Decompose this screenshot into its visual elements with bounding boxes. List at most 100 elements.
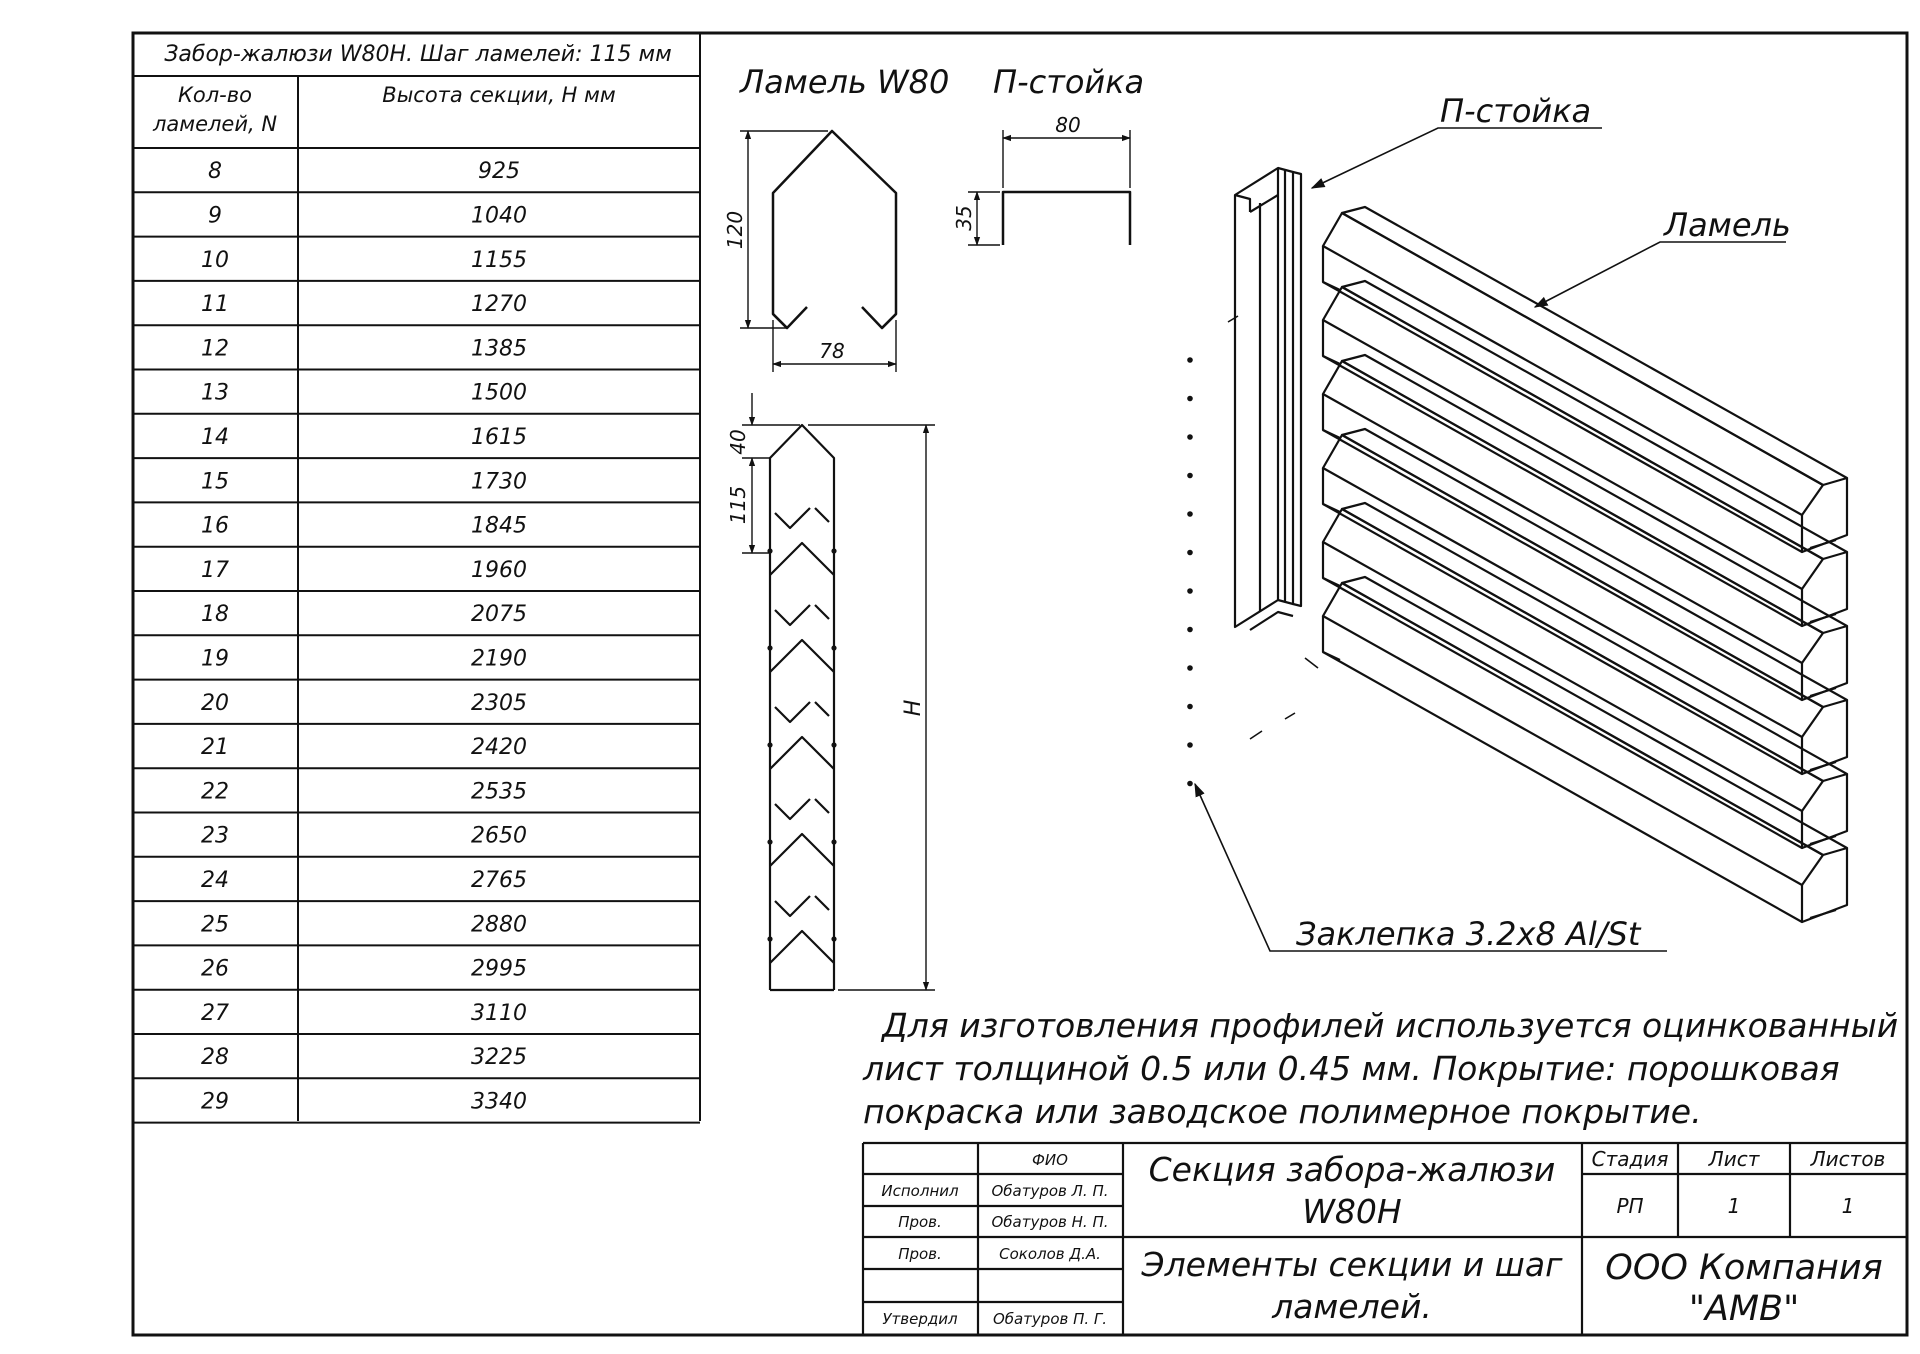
stack-rivet [831,742,837,748]
stack-top-dim: 40 [726,429,750,454]
stack-chevron [769,929,835,964]
tb-name: Соколов Д.А. [999,1245,1101,1263]
tb-sheets-label: Листов [1810,1147,1886,1171]
tb-sheet-title-line2: ламелей. [1271,1287,1432,1326]
rivet-point [1187,395,1193,402]
stack-rivet [767,839,773,845]
table-cell-height: 3340 [471,1089,527,1114]
lamel-top-face [1340,427,1849,709]
table-cell-height: 1960 [471,558,527,583]
lamel-front-face [1321,581,1825,887]
tb-doc-title-line1: Секция забора-жалюзи [1149,1150,1556,1189]
tb-role: Пров. [898,1213,942,1231]
stack-chevron [769,735,835,770]
lamel-bottom-edge [1322,355,1804,628]
callout-rivet: Заклепка 3.2x8 Al/St [1296,915,1642,953]
rivet-point [1187,472,1193,479]
note-line-3: покраска или заводское полимерное покрыт… [863,1092,1702,1131]
table-cell-height: 2765 [471,868,527,893]
tb-role: Пров. [898,1245,942,1263]
post-profile [1001,190,1132,245]
tb-sheet-title-line1: Элементы секции и шаг [1141,1245,1564,1284]
table-cell-count: 28 [201,1045,229,1070]
stack-hook-right [814,895,830,911]
stack-rivet [831,548,837,554]
lamel-end-face [1801,626,1849,702]
table-cell-height: 2190 [471,646,527,671]
stack-hook-left [774,701,811,724]
col-height-header: Высота секции, H мм [382,83,616,107]
stack-rivet [767,936,773,942]
table-cell-height: 2075 [471,602,527,627]
lamel-front-face [1321,211,1825,517]
stack-rivet [831,839,837,845]
table-cell-count: 18 [201,602,229,627]
table-cell-height: 1845 [471,514,527,539]
table-cell-height: 1270 [471,292,527,317]
lamel-front-face [1321,433,1825,739]
note-line-2: лист толщиной 0.5 или 0.45 мм. Покрытие:… [862,1049,1840,1088]
lamel-end-face [1801,774,1849,850]
table-cell-height: 1730 [471,469,527,494]
tb-company-line2: "АМВ" [1689,1289,1799,1329]
table-cell-height: 2880 [471,912,527,937]
table-cell-height: 1500 [471,381,527,406]
rivet-point [1187,665,1193,671]
rivet-point [1187,511,1193,517]
table-cell-height: 925 [478,159,520,184]
tb-stage-label: Стадия [1592,1147,1669,1171]
tb-name: Обатуров Н. П. [991,1213,1108,1231]
stack-hook-left [774,604,811,627]
rivet-point [1187,357,1193,363]
stack-rivet [767,742,773,748]
table-cell-count: 11 [201,292,229,317]
table-cell-count: 17 [201,558,229,583]
lamel-end-face [1801,848,1849,924]
stack-hook-right [814,701,830,717]
lamel-top-face [1340,501,1849,783]
post-title: П-стойка [993,63,1144,101]
tb-doc-title-line2: W80H [1302,1192,1401,1231]
post-dimensions [968,130,1131,246]
table-cell-count: 8 [208,159,222,184]
post-depth-dim: 35 [952,205,976,230]
rivet-point [1187,780,1193,787]
lamel-end-face [1801,478,1849,554]
lamel-profile [771,129,898,330]
table-cell-count: 10 [201,248,229,273]
lamel-end-lip [1809,834,1837,846]
col-count-header-line1: Кол-во [178,83,252,107]
table-cell-height: 3110 [471,1001,527,1026]
table-cell-count: 12 [201,336,229,361]
lamel-top-face [1340,205,1849,487]
table-cell-height: 1385 [471,336,527,361]
tb-fio-header: ФИО [1032,1151,1068,1169]
stack-hook-right [814,507,830,523]
tb-stage-value: РП [1616,1194,1643,1218]
stack-hook-right [814,604,830,620]
post-width-dim: 80 [1055,113,1080,137]
table-cell-count: 15 [201,469,229,494]
lamel-stack [767,423,837,992]
table-cell-count: 20 [201,691,229,716]
rivet-point [1187,549,1193,556]
lamel-bottom-edge [1322,429,1804,702]
table-cell-count: 16 [201,514,229,539]
lamel-width-dim: 78 [819,339,844,363]
lamel-dimensions [740,130,897,372]
table-cell-count: 13 [201,381,229,406]
table-cell-height: 1155 [471,248,527,273]
stack-hook-right [814,798,830,814]
lamel-bottom-edge [1322,281,1804,554]
callout-leaders [1194,127,1786,952]
tb-sheets-value: 1 [1842,1194,1855,1218]
rivet-point [1187,703,1193,710]
rivet-point [1187,742,1193,748]
stack-dimensions [742,393,935,991]
tb-name: Обатуров Л. П. [991,1182,1108,1200]
table-cell-height: 2650 [471,824,527,849]
table-cell-count: 22 [201,779,229,804]
table-title: Забор-жалюзи W80H. Шаг ламелей: 115 мм [164,42,671,67]
table-cell-height: 1615 [471,425,527,450]
